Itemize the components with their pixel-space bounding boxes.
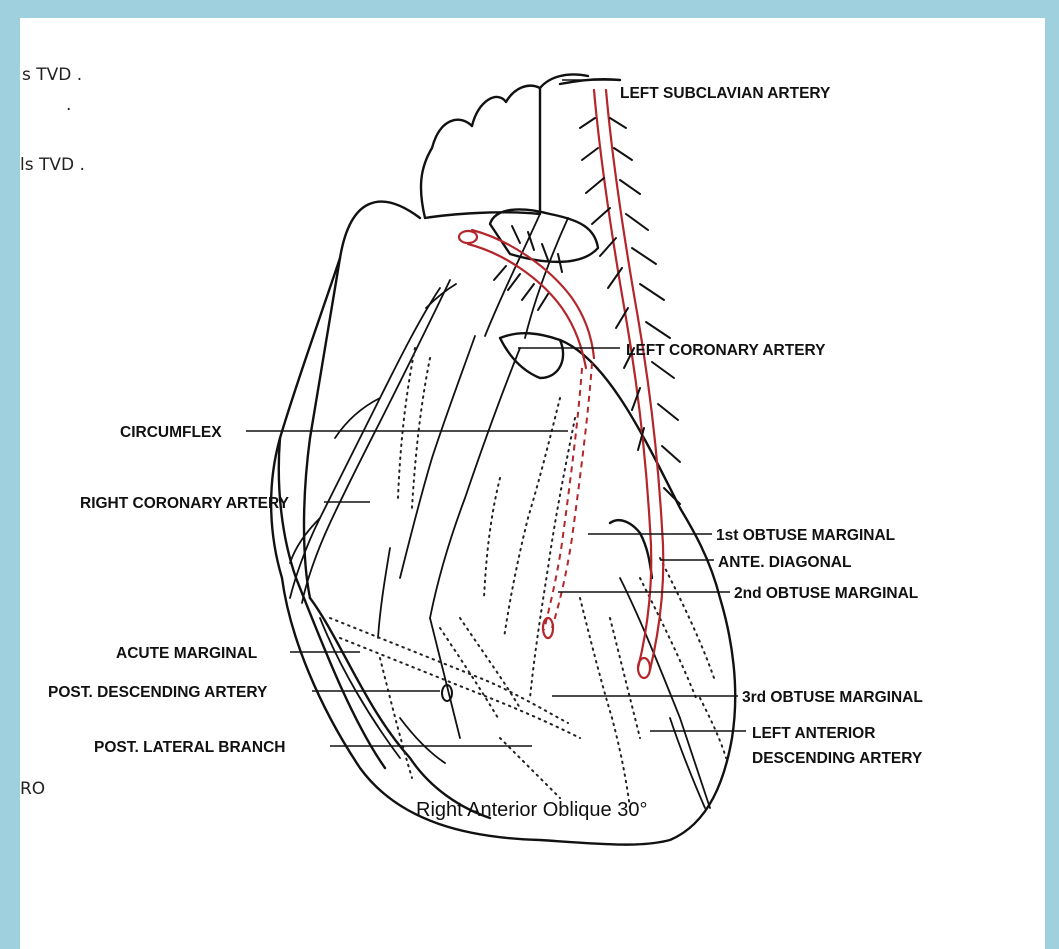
hidden-vessels: [330, 348, 726, 808]
handwritten-mark: .: [66, 95, 71, 115]
catheter-subclavian: [580, 90, 680, 678]
paper-sheet: s TVD . ls TVD . RO .: [20, 18, 1045, 949]
label-third-obtuse-marginal: 3rd OBTUSE MARGINAL: [742, 689, 923, 706]
label-post-descending-artery: POST. DESCENDING ARTERY: [48, 684, 268, 701]
label-right-coronary-artery: RIGHT CORONARY ARTERY: [80, 495, 290, 512]
handwritten-note-3: RO: [20, 779, 45, 799]
label-left-coronary-artery: LEFT CORONARY ARTERY: [626, 342, 826, 359]
handwritten-note-2: ls TVD .: [20, 155, 85, 175]
label-left-anterior-descending-2: DESCENDING ARTERY: [752, 750, 923, 767]
label-circumflex: CIRCUMFLEX: [120, 424, 222, 441]
label-second-obtuse-marginal: 2nd OBTUSE MARGINAL: [734, 585, 918, 602]
label-first-obtuse-marginal: 1st OBTUSE MARGINAL: [716, 527, 895, 544]
label-post-lateral-branch: POST. LATERAL BRANCH: [94, 739, 285, 756]
label-left-anterior-descending-1: LEFT ANTERIOR: [752, 725, 875, 742]
coronary-anatomy-diagram: s TVD . ls TVD . RO .: [20, 18, 1045, 949]
label-acute-marginal: ACUTE MARGINAL: [116, 645, 257, 662]
label-left-subclavian-artery: LEFT SUBCLAVIAN ARTERY: [620, 85, 831, 102]
catheter-coronary: [459, 226, 594, 638]
labels: LEFT SUBCLAVIAN ARTERY LEFT CORONARY ART…: [48, 85, 923, 767]
visible-vessels: [290, 214, 710, 808]
handwritten-note-1: s TVD .: [22, 65, 82, 85]
label-ante-diagonal: ANTE. DIAGONAL: [718, 554, 851, 571]
figure-caption: Right Anterior Oblique 30°: [416, 799, 647, 821]
heart-outline: [271, 75, 735, 845]
